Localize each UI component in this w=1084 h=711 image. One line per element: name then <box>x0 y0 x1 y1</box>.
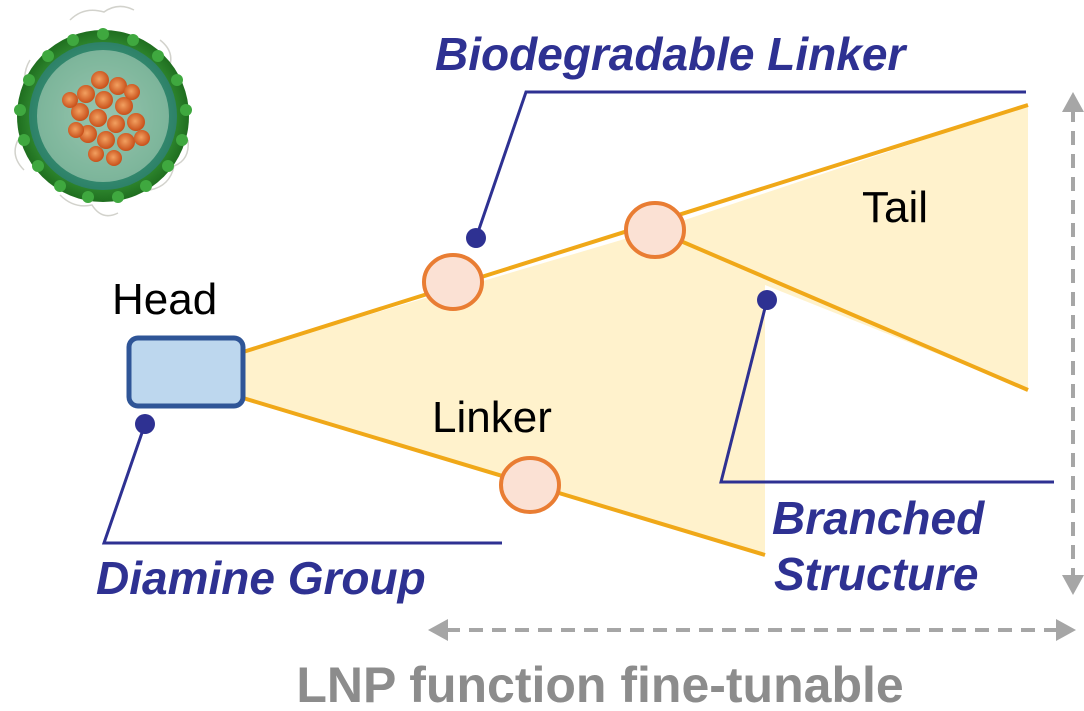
branched-structure-label-line1: Branched <box>772 492 985 544</box>
head-box <box>126 335 246 409</box>
linker-node <box>624 201 686 259</box>
biodegradable-callout-dot <box>466 228 486 248</box>
branched-callout-line <box>719 299 1054 484</box>
lipid-nanoparticle-icon <box>14 5 192 217</box>
vertical-tuning-arrow <box>1062 92 1084 595</box>
branched-structure-label-line2: Structure <box>774 548 978 600</box>
branched-callout-dot <box>757 290 777 310</box>
linker-fill-region <box>243 105 1028 555</box>
linker-label: Linker <box>432 393 552 442</box>
biodegradable-callout-line <box>474 90 1026 239</box>
biodegradable-linker-label: Biodegradable Linker <box>435 28 907 80</box>
diamine-group-label: Diamine Group <box>96 552 426 604</box>
callouts <box>101 90 1054 545</box>
horizontal-tuning-arrow <box>428 619 1076 641</box>
linker-nodes <box>422 201 686 514</box>
diamine-callout-line <box>101 423 502 545</box>
tail-label: Tail <box>862 183 928 232</box>
function-caption: LNP function fine-tunable <box>296 657 903 711</box>
head-label: Head <box>112 275 217 324</box>
linker-node <box>499 456 561 514</box>
diamine-callout-dot <box>135 414 155 434</box>
linker-node <box>422 253 484 311</box>
